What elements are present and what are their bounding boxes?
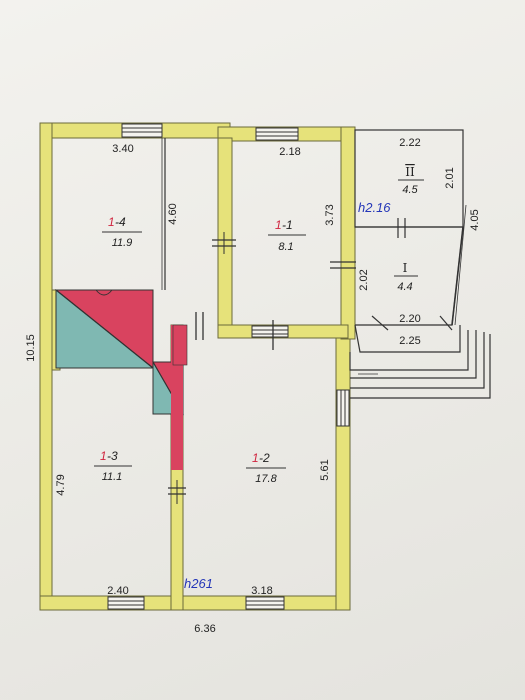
room-label-1-3: 1 -3 11.1 [94, 449, 132, 483]
windows [107, 123, 350, 610]
room-id-suffix: -1 [282, 218, 293, 232]
step-3 [350, 332, 485, 389]
dim-overall-height: 10.15 [25, 334, 37, 362]
annex [349, 129, 491, 399]
room-id-suffix: -4 [115, 215, 126, 229]
window-bottom-2 [245, 596, 285, 610]
dim-room-1-3-depth: 4.79 [55, 474, 67, 495]
window-room11-bottom [251, 325, 289, 338]
dim-room-1-1-width: 2.18 [279, 146, 300, 158]
stove [54, 288, 188, 470]
room-area: 8.1 [278, 241, 293, 253]
room-id-prefix: 1 [252, 451, 259, 465]
room-label-1-4: 1 -4 11.9 [102, 215, 142, 249]
porch [354, 324, 461, 353]
height-annex: h2.16 [358, 200, 391, 215]
window-bottom-1 [107, 596, 145, 610]
window-right [336, 389, 350, 427]
room-area: 11.1 [102, 471, 123, 483]
window-top-1 [121, 123, 163, 138]
room-label-1-1: 1 -1 8.1 [268, 218, 306, 253]
dim-annex-right-depth: 4.05 [469, 209, 481, 230]
dimension-labels: 10.15 6.36 3.40 4.60 2.18 3.73 2.40 4.79… [25, 137, 481, 635]
step-1 [349, 330, 469, 371]
annex-room-id: I [403, 261, 408, 275]
wall-room11-left [217, 137, 233, 339]
wall-left [39, 122, 53, 611]
dim-room-1-2-depth: 5.61 [319, 459, 331, 480]
dim-room-1-3-width: 2.40 [107, 585, 128, 597]
room-id-prefix: 1 [100, 449, 107, 463]
annex-label-II: II 4.5 [398, 165, 424, 196]
annex-room-area: 4.4 [397, 281, 412, 293]
height-main: h261 [184, 576, 213, 591]
room-label-1-2: 1 -2 17.8 [246, 451, 286, 485]
dim-overall-width: 6.36 [194, 623, 215, 635]
room-id-suffix: -2 [259, 451, 270, 465]
stove-chimney-cap [172, 324, 188, 366]
step-2 [350, 330, 477, 379]
room-area: 17.8 [255, 473, 277, 485]
dim-room-1-4-width: 3.40 [112, 143, 133, 155]
room-id-prefix: 1 [275, 218, 282, 232]
wall-right-lower [335, 324, 351, 611]
annex-door-2 [371, 315, 389, 331]
dim-porch-width: 2.20 [399, 313, 420, 325]
step-4 [350, 334, 491, 399]
dim-room-1-4-depth: 4.60 [167, 203, 179, 224]
dim-step-width: 2.25 [399, 335, 420, 347]
wall-right-upper [340, 126, 356, 340]
dim-annex-top-width: 2.22 [399, 137, 420, 149]
dim-annex-top-depth: 2.01 [444, 167, 456, 188]
window-top-2 [255, 127, 299, 141]
annex-room-id: II [405, 165, 415, 179]
room-area: 11.9 [112, 237, 133, 249]
annex-room-area: 4.5 [402, 184, 418, 196]
door-marks [168, 232, 356, 504]
wall-bottom [39, 595, 351, 611]
stove-arc [95, 289, 113, 296]
dim-annex-left-depth: 2.02 [358, 269, 370, 290]
room-id-prefix: 1 [108, 215, 115, 229]
room-id-suffix: -3 [107, 449, 118, 463]
dim-room-1-1-depth: 3.73 [324, 204, 336, 225]
dim-room-1-2-width: 3.18 [251, 585, 272, 597]
annex-label-I: I 4.4 [394, 261, 418, 293]
